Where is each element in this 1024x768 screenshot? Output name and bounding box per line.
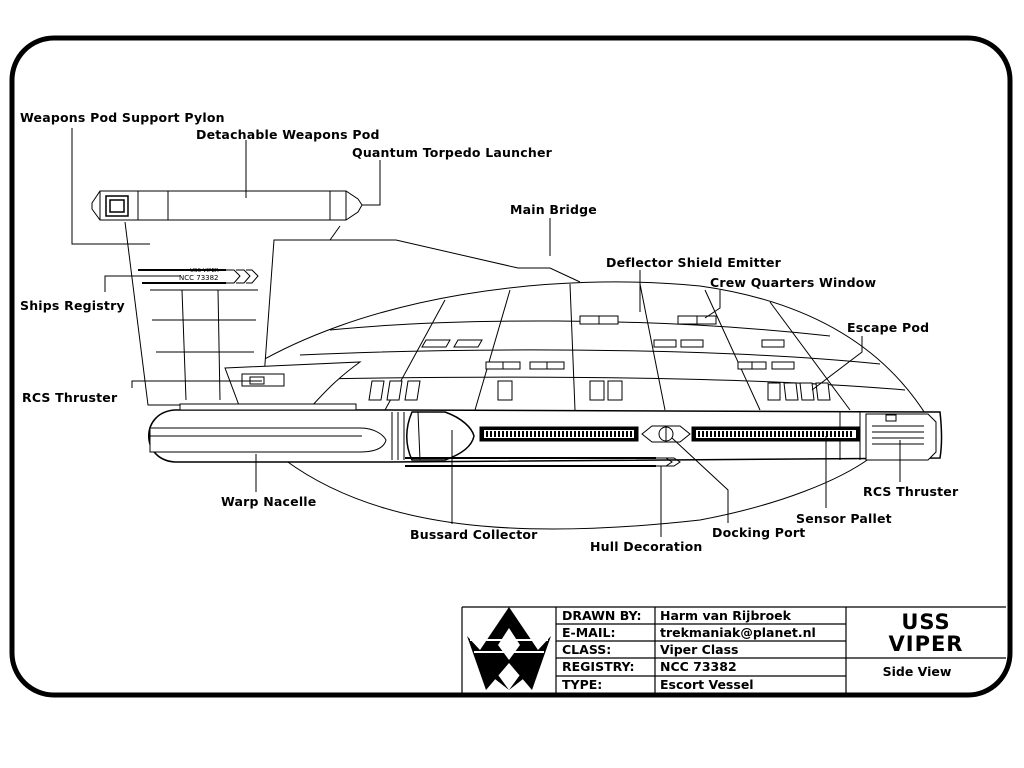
label-deflector-shield-emitter: Deflector Shield Emitter	[606, 255, 782, 270]
pylon-name-marking: USS VIPER	[190, 268, 219, 274]
tb-value-email: trekmaniak@planet.nl	[660, 625, 816, 640]
tb-key-registry: REGISTRY:	[562, 659, 635, 674]
weapons-pod-pylon	[124, 221, 581, 406]
viper-emblem-logo	[467, 607, 551, 690]
label-sensor-pallet: Sensor Pallet	[796, 511, 892, 526]
tb-view-type: Side View	[883, 664, 952, 679]
label-hull-decoration: Hull Decoration	[590, 539, 702, 554]
tb-value-registry: NCC 73382	[660, 659, 737, 674]
hull-grid-line	[474, 289, 511, 411]
label-escape-pod: Escape Pod	[847, 320, 929, 335]
hull-decoration-stripe	[405, 457, 681, 467]
tb-value-class: Viper Class	[660, 642, 738, 657]
hull-grid-line	[769, 301, 851, 411]
label-bussard-collector: Bussard Collector	[410, 527, 538, 542]
label-quantum-torpedo-launcher: Quantum Torpedo Launcher	[352, 145, 553, 160]
label-warp-nacelle: Warp Nacelle	[221, 494, 316, 509]
hull-grid-line	[329, 320, 831, 337]
pylon-grid	[150, 289, 258, 401]
hull-grid-line	[639, 283, 666, 411]
aft-rcs-block	[865, 413, 937, 461]
docking-port	[641, 425, 691, 443]
label-rcs-thruster-right: RCS Thruster	[863, 484, 959, 499]
label-docking-port: Docking Port	[712, 525, 805, 540]
ship-drawing	[71, 128, 943, 537]
weapons-pod	[91, 190, 363, 221]
label-ships-registry: Ships Registry	[20, 298, 125, 313]
tb-ship-name-line1: USS	[901, 610, 950, 634]
hull-grid-line	[569, 283, 576, 411]
tb-value-type: Escort Vessel	[660, 677, 754, 692]
hull-grid-line	[299, 349, 881, 365]
leader-lines	[71, 128, 901, 537]
tb-value-drawn-by: Harm van Rijbroek	[660, 608, 792, 623]
bussard-collector	[406, 411, 475, 461]
label-detachable-weapons-pod: Detachable Weapons Pod	[196, 127, 380, 142]
label-weapons-pod-support-pylon: Weapons Pod Support Pylon	[20, 110, 225, 125]
callout-labels: Weapons Pod Support Pylon Detachable Wea…	[20, 110, 959, 554]
label-main-bridge: Main Bridge	[510, 202, 597, 217]
tb-key-type: TYPE:	[562, 677, 602, 692]
tb-ship-name-line2: VIPER	[889, 632, 964, 656]
pylon-registry-text: NCC 73382	[179, 274, 219, 282]
title-block: DRAWN BY: Harm van Rijbroek E-MAIL: trek…	[461, 606, 1006, 693]
tb-key-drawn-by: DRAWN BY:	[562, 608, 642, 623]
hull-windows	[368, 315, 831, 401]
label-crew-quarters-window: Crew Quarters Window	[710, 275, 877, 290]
tb-key-email: E-MAIL:	[562, 625, 615, 640]
pylon-registry-marking	[138, 269, 259, 284]
hull-grid-line	[704, 289, 761, 411]
label-rcs-thruster-left: RCS Thruster	[22, 390, 118, 405]
drawing-border	[9, 35, 1013, 698]
lower-hull	[284, 457, 871, 530]
tb-key-class: CLASS:	[562, 642, 611, 657]
